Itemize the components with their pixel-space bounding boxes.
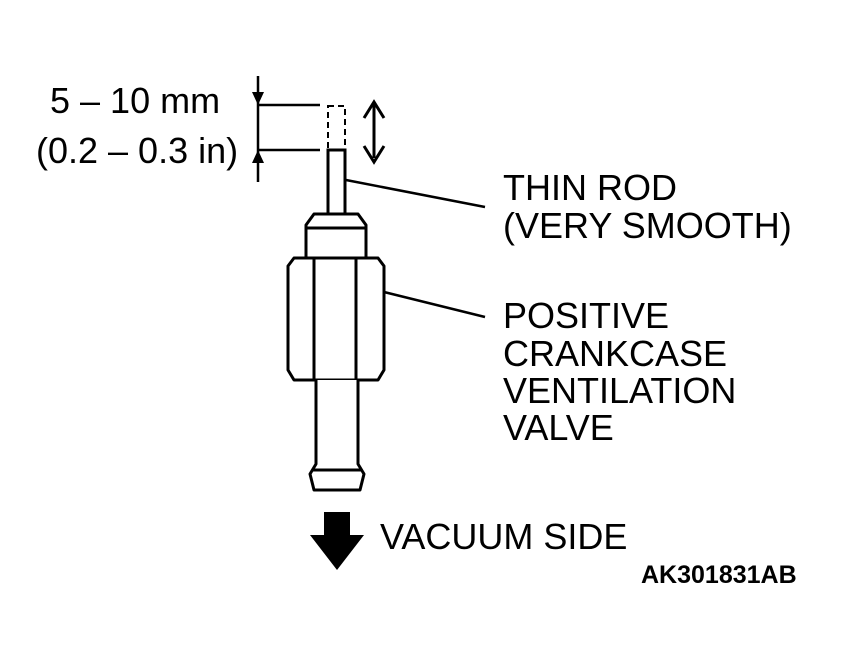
thin-rod-label-line1: THIN ROD [503, 167, 677, 208]
valve-label-line4: VALVE [503, 407, 614, 448]
vacuum-side-label: VACUUM SIDE [380, 516, 627, 557]
rod-extended-outline [327, 105, 346, 151]
thin-rod [326, 148, 347, 216]
dimension-metric-label: 5 – 10 mm [50, 80, 220, 121]
valve-label-line1: POSITIVE [503, 295, 669, 336]
dimension-imperial-label: (0.2 – 0.3 in) [36, 130, 238, 171]
rod-travel-arrow [362, 99, 386, 165]
figure-code: AK301831AB [641, 561, 797, 589]
valve-label-line2: CRANKCASE [503, 333, 727, 374]
pcv-valve-body [286, 212, 386, 492]
vacuum-direction-arrow-icon [310, 512, 364, 570]
callout-leaders [345, 178, 486, 319]
thin-rod-label-line2: (VERY SMOOTH) [503, 205, 792, 246]
valve-label-line3: VENTILATION [503, 370, 736, 411]
dimension-lines [252, 76, 320, 182]
